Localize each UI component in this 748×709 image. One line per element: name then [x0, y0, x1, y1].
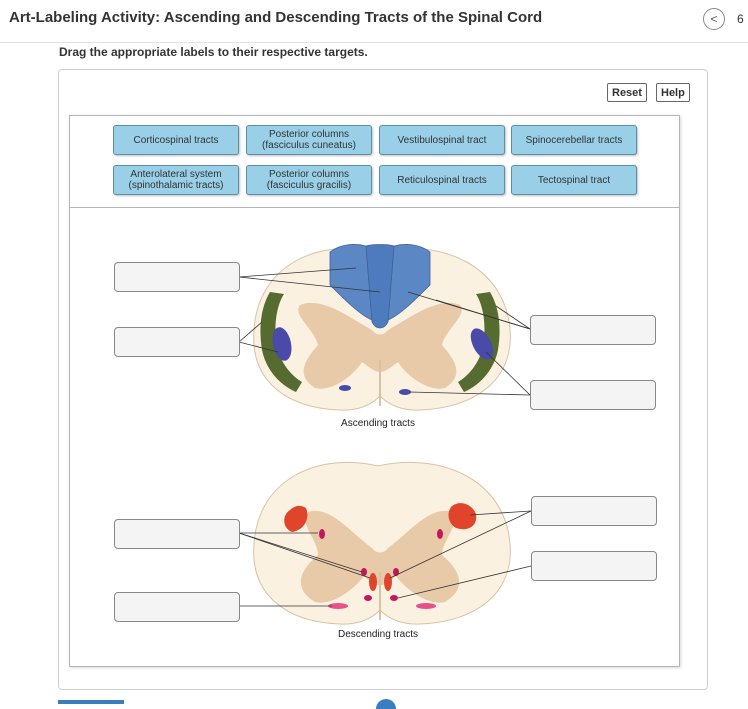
label-spinocerebellar-tracts[interactable]: Spinocerebellar tracts	[511, 125, 637, 155]
descending-white-matter	[253, 461, 511, 625]
label-fasciculus-cuneatus[interactable]: Posterior columns (fasciculus cuneatus)	[246, 125, 372, 155]
spinocerebellar-tract-left	[260, 292, 302, 392]
descending-gray-matter	[300, 510, 460, 603]
ascending-caption: Ascending tracts	[341, 418, 415, 429]
reset-button[interactable]: Reset	[607, 83, 647, 102]
ascending-gray-matter	[298, 302, 462, 389]
instructions: Drag the appropriate labels to their res…	[59, 45, 368, 59]
help-button[interactable]: Help	[656, 83, 690, 102]
previous-button[interactable]: <	[703, 8, 725, 30]
corticospinal-anterior-right	[384, 573, 392, 591]
posterior-columns-fasciculus-gracilis-tract	[365, 244, 395, 329]
label-bank-divider	[69, 207, 680, 208]
descending-cross-section: Descending tracts	[238, 461, 532, 640]
ascending-leader-lines	[238, 267, 531, 396]
vestibulospinal-left	[328, 603, 348, 609]
chevron-left-icon: <	[710, 12, 718, 26]
drop-target-descending-left-1[interactable]	[114, 519, 240, 549]
reticulospinal-right	[390, 595, 398, 601]
anterolateral-tract-left	[272, 327, 292, 361]
submit-button-edge[interactable]	[58, 700, 124, 704]
vestibulospinal-right	[416, 603, 436, 609]
anterior-spinothalamic-left	[339, 385, 351, 391]
anterior-spinothalamic-right	[399, 389, 411, 395]
corticospinal-lateral-right	[448, 503, 477, 530]
drop-target-descending-right-2[interactable]	[531, 551, 657, 581]
label-corticospinal-tracts[interactable]: Corticospinal tracts	[113, 125, 239, 155]
title-divider	[0, 42, 748, 43]
anterolateral-tract-right	[470, 328, 494, 360]
drop-target-ascending-right-1[interactable]	[530, 315, 656, 345]
rubrospinal-right	[437, 529, 443, 539]
label-reticulospinal-tracts[interactable]: Reticulospinal tracts	[379, 165, 505, 195]
page-title: Art-Labeling Activity: Ascending and Des…	[9, 9, 543, 26]
label-tectospinal-tract[interactable]: Tectospinal tract	[511, 165, 637, 195]
page-number: 6	[737, 12, 744, 26]
descending-leader-lines	[238, 510, 532, 607]
drop-target-ascending-left-2[interactable]	[114, 327, 240, 357]
tectospinal-left	[361, 568, 367, 576]
drop-target-descending-left-2[interactable]	[114, 592, 240, 622]
corticospinal-anterior-left	[369, 573, 377, 591]
descending-caption: Descending tracts	[338, 629, 418, 640]
label-anterolateral-system[interactable]: Anterolateral system (spinothalamic trac…	[113, 165, 239, 195]
label-fasciculus-gracilis[interactable]: Posterior columns (fasciculus gracilis)	[246, 165, 372, 195]
rubrospinal-left	[319, 529, 325, 539]
drop-target-ascending-left-1[interactable]	[114, 262, 240, 292]
ascending-cross-section: Ascending tracts	[238, 244, 531, 429]
drop-target-ascending-right-2[interactable]	[530, 380, 656, 410]
label-vestibulospinal-tract[interactable]: Vestibulospinal tract	[379, 125, 505, 155]
corticospinal-lateral-left	[284, 505, 308, 532]
reticulospinal-left	[364, 595, 372, 601]
drop-target-descending-right-1[interactable]	[531, 496, 657, 526]
